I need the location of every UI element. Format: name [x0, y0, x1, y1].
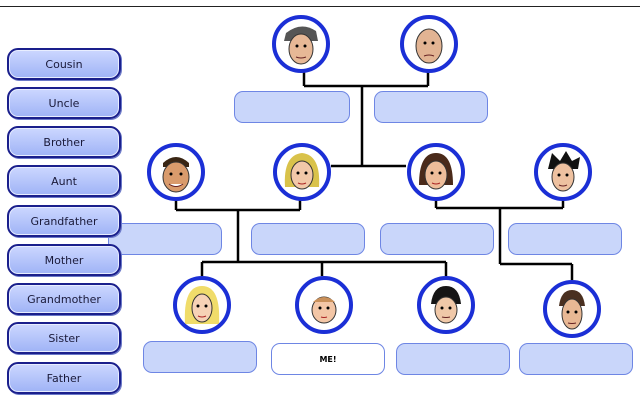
face-icon [184, 286, 220, 324]
face-icon [415, 28, 443, 64]
relation-button-father[interactable]: Father [7, 362, 121, 394]
slot-me: ME! [271, 343, 385, 375]
portrait-me [295, 276, 353, 334]
face-icon [559, 290, 585, 330]
portrait-grandfather [272, 15, 330, 73]
slot-sister[interactable] [143, 341, 257, 373]
slot-cousin-1[interactable] [508, 223, 622, 255]
slot-brother[interactable] [396, 343, 510, 375]
face-icon [284, 153, 320, 190]
portrait-uncle [147, 143, 205, 201]
slot-grandmother[interactable] [374, 91, 488, 123]
portrait-cousin-1 [534, 143, 592, 201]
slot-uncle[interactable] [108, 223, 222, 255]
relation-button-sister[interactable]: Sister [7, 322, 121, 354]
slot-cousin-2[interactable] [519, 343, 633, 375]
face-icon [419, 153, 453, 190]
portrait-mother [273, 143, 331, 201]
portrait-grandmother [400, 15, 458, 73]
face-icon [548, 151, 580, 192]
face-icon [431, 286, 461, 324]
face-icon [284, 26, 318, 65]
slot-aunt[interactable] [380, 223, 494, 255]
relation-button-uncle[interactable]: Uncle [7, 87, 121, 119]
face-icon [162, 157, 190, 193]
portrait-aunt [407, 143, 465, 201]
relation-button-aunt[interactable]: Aunt [7, 165, 121, 197]
face-icon [311, 296, 337, 324]
slot-grandfather[interactable] [234, 91, 350, 123]
relation-button-cousin[interactable]: Cousin [7, 48, 121, 80]
relation-button-grandmother[interactable]: Grandmother [7, 283, 121, 315]
portrait-sister [173, 276, 231, 334]
top-divider [0, 6, 640, 7]
portrait-cousin-2 [543, 280, 601, 338]
relation-button-grandfather[interactable]: Grandfather [7, 205, 121, 237]
relation-button-mother[interactable]: Mother [7, 244, 121, 276]
portrait-brother [417, 276, 475, 334]
relation-button-brother[interactable]: Brother [7, 126, 121, 158]
slot-mother[interactable] [251, 223, 365, 255]
